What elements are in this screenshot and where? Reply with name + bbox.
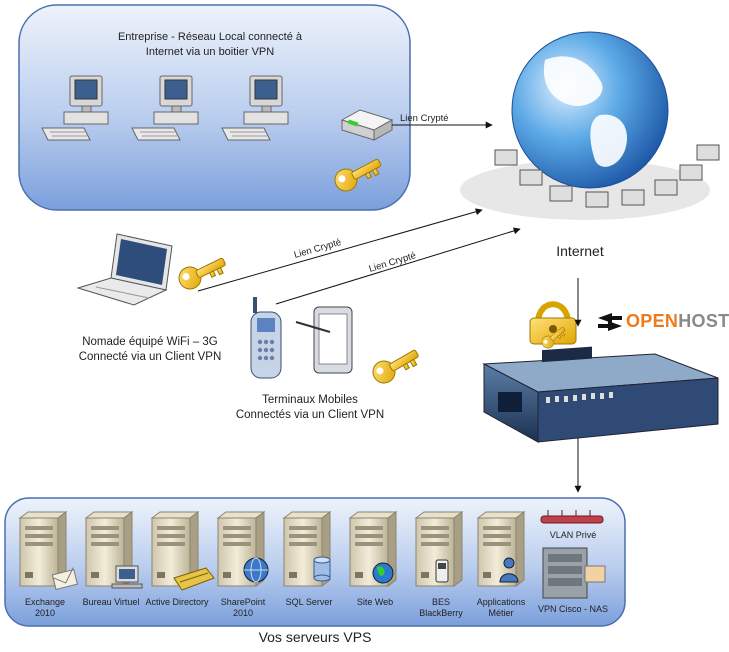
server-label-line2: 2010 [232,608,254,618]
enterprise-caption-line1: Entreprise - Réseau Local connecté à [117,31,303,43]
nas-rack-icon [542,547,606,599]
openhost-logo: OPENHOST [626,311,729,332]
enterprise-caption-line2: Internet via un boitier VPN [145,46,275,58]
vlan-label: VLAN Privé [549,530,597,540]
server-label-sharepoint: SharePoint 2010 [205,597,281,619]
server-label-line1: Applications [476,597,526,607]
internet-label: Internet [556,243,604,259]
monitor-icon [111,565,143,589]
server-label-line1: SharePoint [220,597,266,607]
nomad-caption-line1: Nomade équipé WiFi – 3G [82,336,218,348]
laptop-icon [76,233,173,306]
server-label-sql-server: SQL Server [271,597,347,608]
server-label-line2: BlackBerry [419,608,463,618]
directory-book-icon [173,567,215,591]
mobile-flow-arrow [275,227,521,305]
server-label-bureau-virtuel: Bureau Virtuel [73,597,149,608]
mobiles-caption-line1: Terminaux Mobiles [262,394,358,406]
brand-open: OPEN [626,311,679,331]
server-label-active-directory: Active Directory [139,597,215,608]
brand-host: HOST [678,311,729,331]
vlan-bar-icon [540,510,604,524]
enterprise-flow-label: Lien Crypté [400,113,449,124]
web-globe-icon [372,562,394,584]
nomad-caption: Nomade équipé WiFi – 3G Connecté via un … [55,335,245,365]
tablet-icon [295,306,353,374]
server-label-line1: Bureau Virtuel [82,597,140,607]
server-label-line1: Active Directory [145,597,209,607]
server-label-exchange: Exchange 2010 [7,597,83,619]
lock-icon [529,301,577,345]
key-icon [174,250,230,294]
vpn-box-icon [340,109,394,141]
mobile-flow-label: Lien Crypté [368,250,418,275]
enterprise-panel [18,4,411,211]
mobiles-caption: Terminaux Mobiles Connectés via un Clien… [215,393,405,423]
mobiles-caption-line2: Connectés via un Client VPN [235,409,385,421]
laptop-ring-icon [494,144,720,208]
vpn-nas-label: VPN Cisco - NAS [537,604,608,614]
nomad-flow-arrow [197,208,483,292]
server-icon [477,511,525,587]
internet-globe-icon [460,31,710,220]
server-label-line1: Site Web [356,597,394,607]
envelope-icon [51,567,78,591]
server-label-line1: Exchange [24,597,66,607]
server-label-applications-metier: Applications Métier [463,597,539,619]
key-icon [368,342,423,388]
server-label-line1: BES [431,597,450,607]
blackberry-phone-icon [435,559,449,583]
bottom-title: Vos serveurs VPS [258,629,372,645]
cisco-asa-firewall-icon [482,346,719,443]
nomad-caption-line2: Connecté via un Client VPN [78,351,222,363]
exchange-arrows-icon [598,313,622,331]
server-label-line1: SQL Server [285,597,333,607]
server-label-line2: 2010 [34,608,56,618]
enterprise-caption: Entreprise - Réseau Local connecté à Int… [100,30,320,60]
server-label-line2: Métier [488,608,514,618]
mobile-phone-icon [250,297,282,379]
sharepoint-globe-icon [243,557,269,583]
user-icon [499,557,519,583]
database-icon [313,556,331,582]
server-label-site-web: Site Web [337,597,413,608]
server-label-bes-blackberry: BES BlackBerry [403,597,479,619]
